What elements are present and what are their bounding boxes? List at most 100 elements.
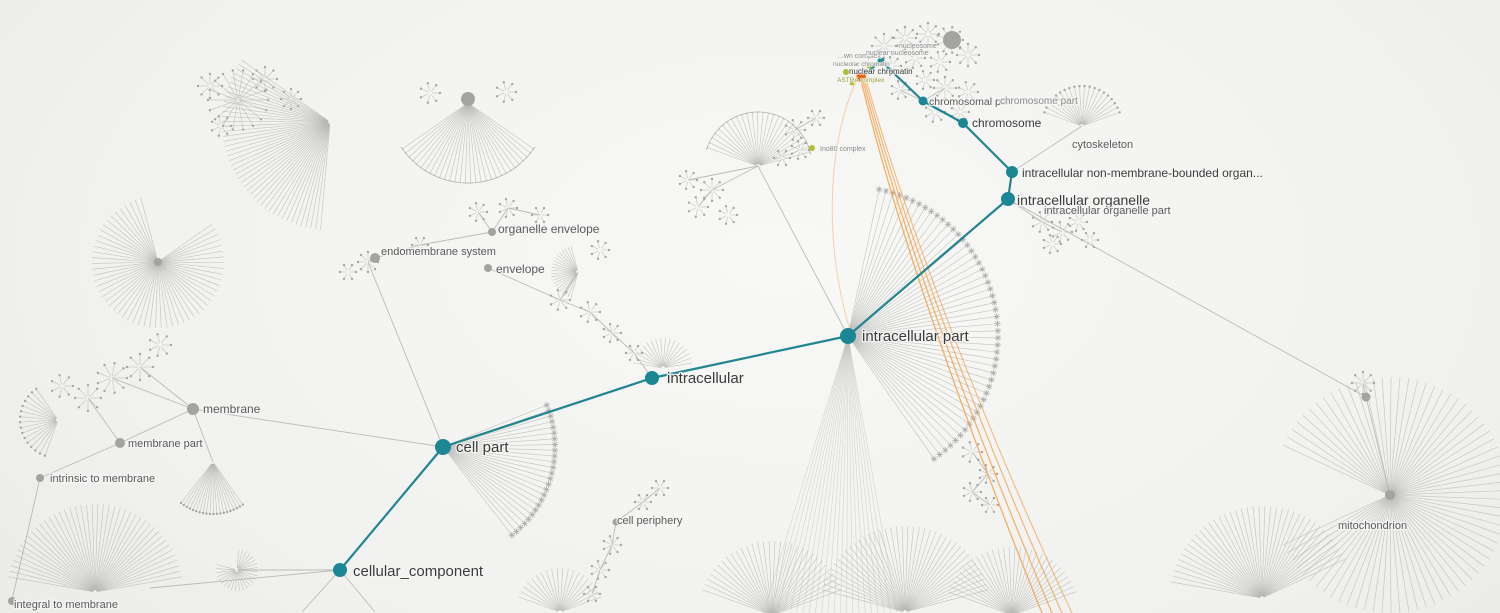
cluster-spoke — [405, 103, 467, 154]
graph-label[interactable]: nucleosome — [898, 42, 937, 50]
cluster-spoke — [112, 363, 115, 377]
cluster-spoke — [119, 207, 158, 261]
cluster-spoke — [249, 123, 329, 195]
cluster-spoke — [59, 375, 62, 385]
graph-label[interactable]: intracellular part — [861, 327, 971, 347]
graph-label[interactable]: cytoskeleton — [1071, 138, 1135, 153]
graph-label[interactable]: intracellular organelle — [1016, 191, 1152, 210]
graph-node-gray[interactable] — [1385, 490, 1395, 500]
graph-node-gray[interactable] — [8, 597, 16, 605]
cluster-spoke — [222, 110, 329, 123]
graph-node-gray[interactable] — [115, 438, 125, 448]
cluster-spoke — [863, 536, 905, 611]
cluster-spoke — [246, 123, 329, 192]
spoke-tip-tick — [804, 139, 808, 145]
graph-node-teal[interactable] — [645, 371, 659, 385]
cluster-spoke — [1391, 495, 1500, 526]
spoke-tip-dot — [19, 410, 23, 413]
graph-node-gray[interactable] — [612, 518, 620, 526]
cluster-spoke — [650, 340, 663, 367]
graph-node-teal[interactable] — [1001, 192, 1015, 206]
graph-label[interactable]: cellular_component — [352, 562, 485, 582]
graph-node-gray[interactable] — [370, 253, 380, 263]
graph-label[interactable]: nucleolar chromatin — [832, 60, 891, 68]
cluster-spoke — [1364, 384, 1372, 392]
cluster-spoke — [22, 405, 57, 420]
graph-label[interactable]: integral to membrane — [13, 598, 119, 613]
graph-label[interactable]: cell periphery — [616, 514, 684, 529]
cluster-spoke — [1261, 506, 1266, 597]
cluster-spoke — [20, 420, 57, 429]
graph-node-gray[interactable] — [187, 403, 199, 415]
spoke-tip-asterisk — [513, 528, 520, 535]
cluster-spoke — [783, 337, 848, 609]
spoke-tip-dot — [624, 351, 628, 355]
graph-label[interactable]: intracellular — [666, 369, 745, 389]
cluster-spoke — [232, 101, 238, 130]
cluster-spoke — [140, 198, 158, 261]
graph-label[interactable]: mitochondrion — [1337, 519, 1409, 534]
graph-node-gray[interactable] — [36, 474, 44, 482]
graph-node-teal[interactable] — [958, 118, 968, 128]
graph-node-gray[interactable] — [484, 264, 492, 272]
graph-label[interactable]: membrane — [202, 401, 262, 418]
graph-node-yellow[interactable] — [809, 145, 815, 151]
graph-node-yellow[interactable] — [843, 69, 849, 75]
graph-label[interactable]: cell part — [455, 438, 511, 458]
graph-node-teal[interactable] — [840, 328, 856, 344]
graph-node-orange[interactable] — [856, 72, 866, 82]
graph-node-yellow[interactable] — [866, 63, 872, 69]
graph-edge — [149, 569, 341, 589]
graph-label[interactable]: envelope — [495, 261, 547, 278]
cluster-spoke — [39, 421, 58, 454]
cluster-spoke — [1032, 222, 1041, 227]
cluster-spoke — [218, 127, 221, 136]
graph-node-teal[interactable] — [333, 563, 347, 577]
graph-label[interactable]: organelle envelope — [497, 221, 601, 238]
spoke-tip-dot — [23, 399, 27, 403]
graph-node-teal[interactable] — [435, 439, 451, 455]
spoke-tip-dot — [662, 479, 666, 483]
graph-label[interactable]: nuclear nucleosome — [865, 49, 929, 57]
graph-label[interactable]: intrinsic to membrane — [49, 472, 157, 487]
graph-node-gray[interactable] — [488, 228, 496, 236]
graph-label[interactable]: ASTRA complex — [836, 76, 885, 84]
graph-label[interactable]: intracellular non-membrane-bounded organ… — [1021, 165, 1264, 182]
graph-label[interactable]: chromosomal part — [928, 95, 1015, 110]
graph-label[interactable]: nuclear chromatin — [848, 66, 913, 76]
cluster-spoke — [848, 211, 932, 335]
graph-node-gray[interactable] — [943, 31, 961, 49]
graph-node-teal[interactable] — [877, 57, 885, 65]
cluster-spoke — [51, 386, 61, 392]
graph-label[interactable]: ...wn complex — [837, 52, 882, 60]
graph-label[interactable]: endomembrane system — [380, 245, 497, 260]
graph-node-teal[interactable] — [918, 96, 928, 106]
graph-node-gray[interactable] — [154, 258, 162, 266]
graph-label[interactable]: chromosome part — [999, 95, 1080, 109]
cluster-spoke — [213, 463, 244, 505]
cluster-spoke — [1011, 547, 1016, 613]
spoke-tip-asterisk — [896, 191, 903, 199]
graph-label[interactable]: chromosome — [971, 115, 1043, 132]
cluster-spoke — [849, 336, 966, 431]
graph-node-teal[interactable] — [1006, 166, 1018, 178]
spoke-tip-dot — [890, 92, 894, 96]
spoke-tip-asterisk — [508, 532, 516, 539]
spoke-tip-dot — [263, 65, 267, 69]
graph-label[interactable]: membrane part — [127, 437, 204, 452]
graph-edge — [111, 377, 194, 410]
graph-node-yellow[interactable] — [849, 80, 855, 86]
cluster-spoke — [759, 124, 794, 165]
cluster-spoke — [159, 262, 220, 286]
cluster-spoke — [551, 272, 577, 278]
spoke-tip-dot — [222, 511, 225, 515]
graph-label[interactable]: intracellular organelle part — [1043, 204, 1172, 219]
graph-label[interactable]: Ino80 complex — [819, 145, 866, 153]
cluster-spoke — [1052, 232, 1061, 237]
graph-node-gray[interactable] — [461, 92, 475, 106]
spoke-tip-dot — [1074, 229, 1078, 232]
spoke-tip-dot — [976, 90, 980, 94]
graph-node-gray[interactable] — [1361, 392, 1371, 402]
spoke-tip-dot — [973, 82, 976, 86]
